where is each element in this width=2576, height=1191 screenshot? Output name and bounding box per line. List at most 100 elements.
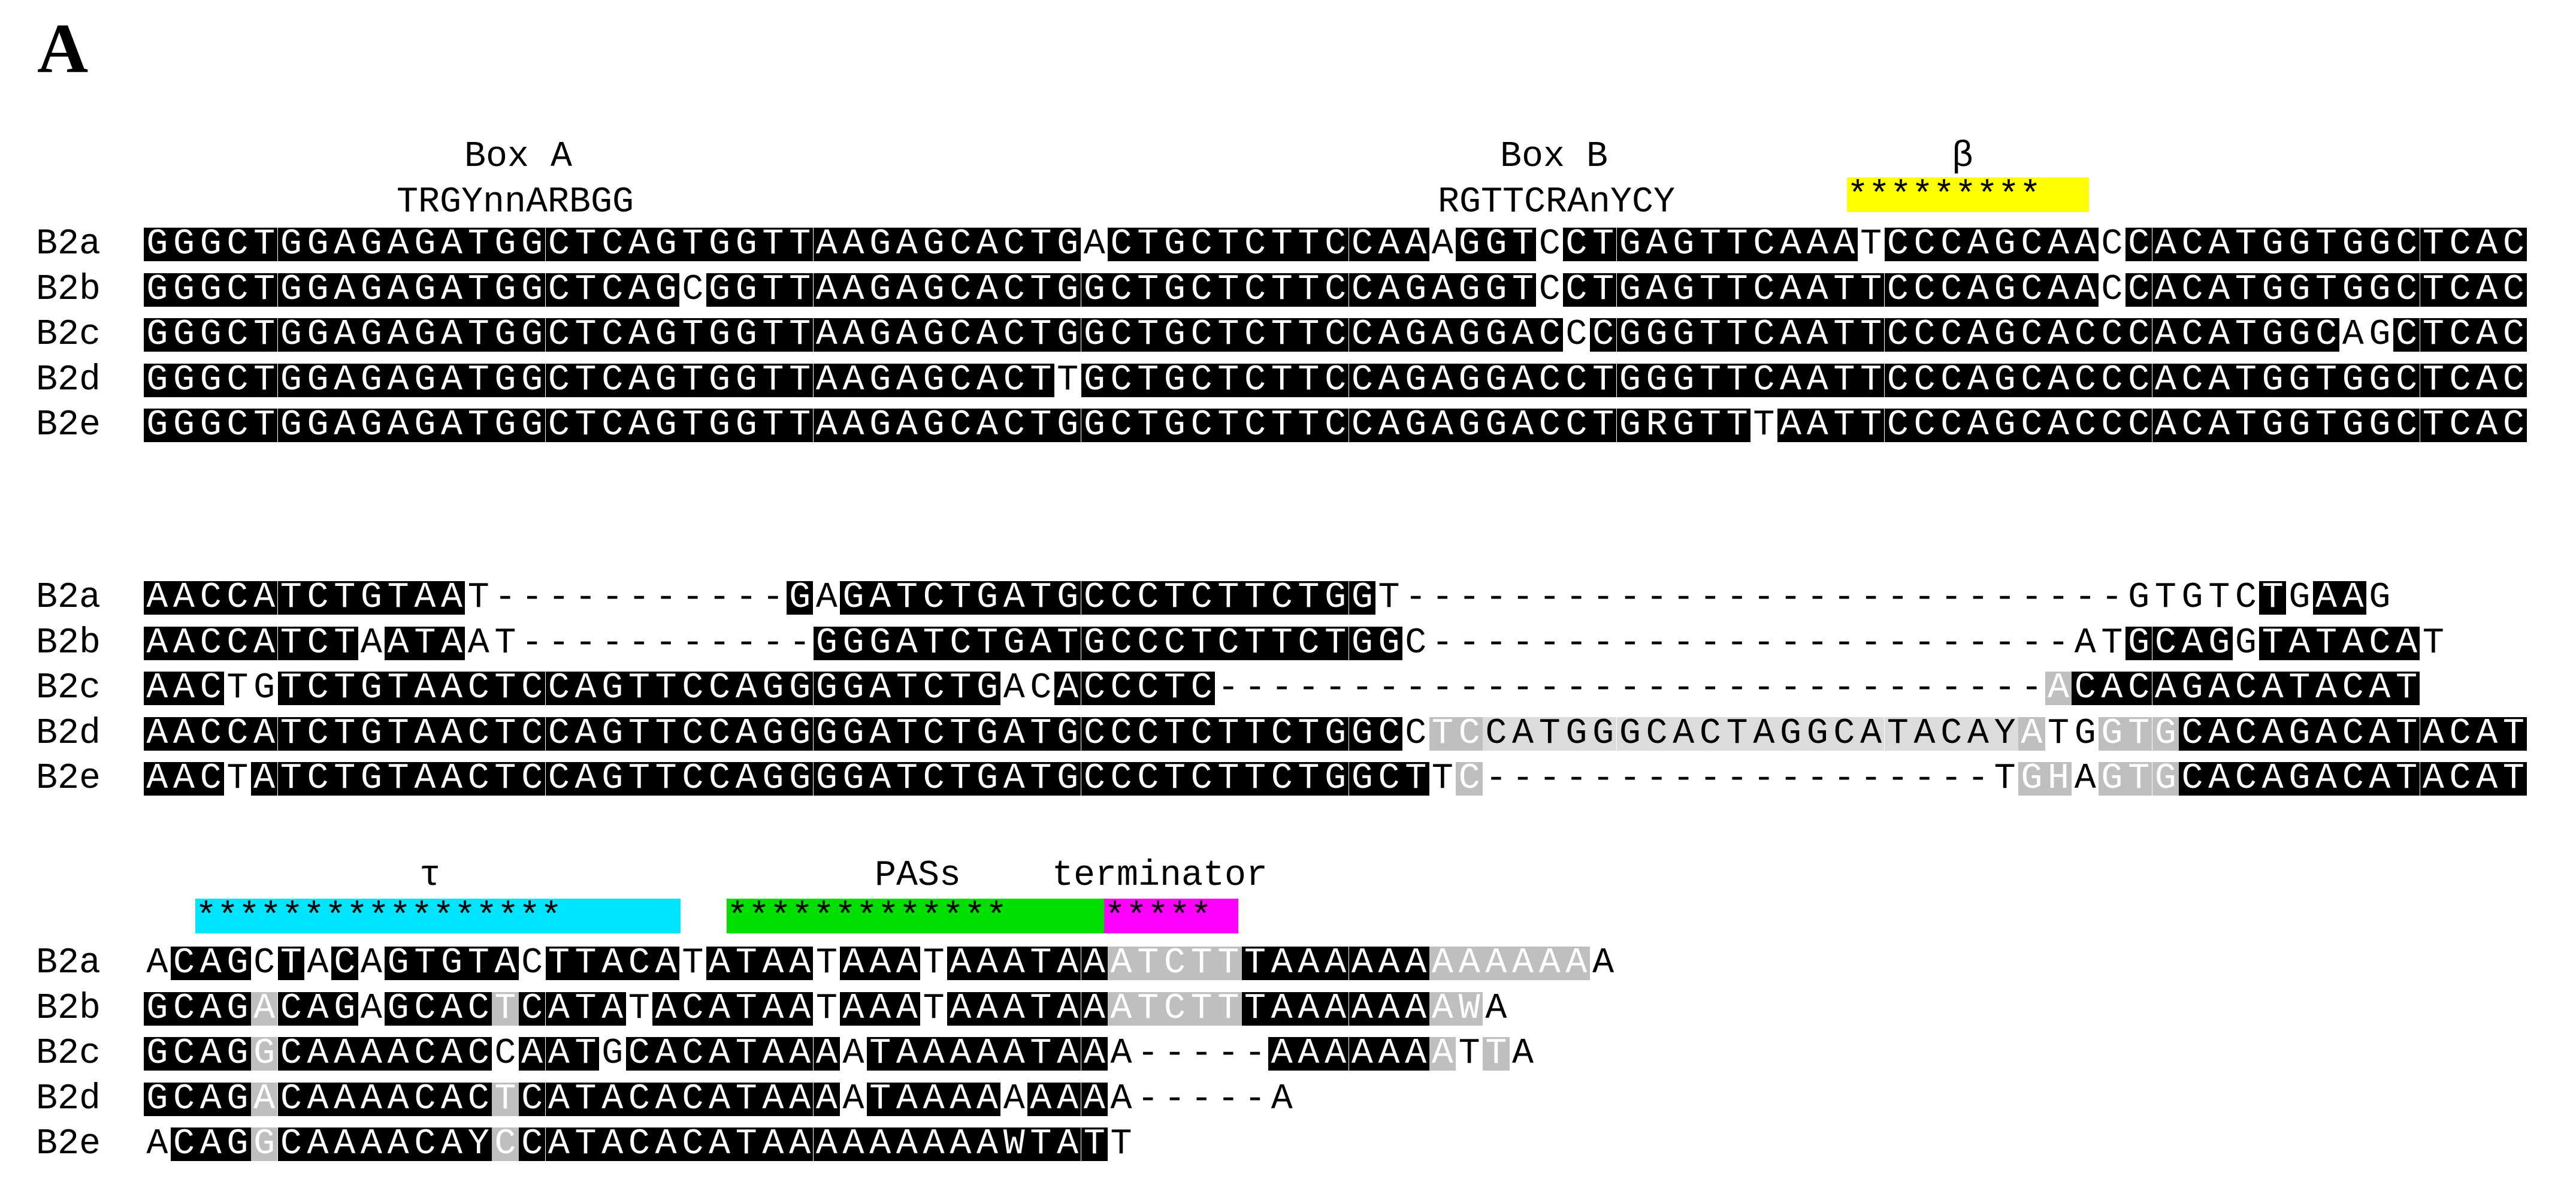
gap-residue: - [1913, 622, 1936, 664]
gap-residue: - [1244, 1078, 1266, 1120]
nucleotide-residue: T [331, 625, 358, 661]
nucleotide-residue: C [1161, 625, 1189, 661]
nucleotide-residue: G [2179, 670, 2206, 706]
nucleotide-residue: C [2179, 362, 2206, 398]
gap-residue: - [1190, 1078, 1213, 1120]
nucleotide-residue: C [1589, 317, 1617, 353]
nucleotide-residue: C [1188, 362, 1215, 398]
nucleotide-residue: A [358, 991, 385, 1027]
nucleotide-residue: T [465, 317, 492, 353]
nucleotide-residue: C [1241, 226, 1269, 262]
nucleotide-residue: A [973, 991, 1001, 1027]
nucleotide-residue: A [786, 1081, 814, 1117]
gap-residue: - [1673, 758, 1695, 799]
nucleotide-residue: A [1509, 945, 1537, 981]
gap-residue: - [1699, 758, 1721, 799]
nucleotide-residue: C [1831, 716, 1858, 752]
nucleotide-residue: G [840, 716, 867, 752]
nucleotide-residue: A [2473, 226, 2501, 262]
sequence-name: B2e [36, 758, 101, 799]
nucleotide-residue: A [331, 1081, 358, 1117]
nucleotide-residue: C [2500, 272, 2527, 308]
gap-residue: - [1860, 578, 1882, 618]
nucleotide-residue: A [2312, 761, 2340, 797]
gap-residue: - [1940, 668, 1963, 709]
nucleotide-residue: C [197, 670, 225, 706]
nucleotide-residue: T [1724, 272, 1750, 308]
gap-residue: - [1673, 578, 1695, 618]
nucleotide-residue: C [545, 407, 573, 443]
nucleotide-residue: T [1027, 407, 1054, 443]
nucleotide-residue: C [1268, 761, 1296, 797]
nucleotide-residue: C [2447, 272, 2474, 308]
nucleotide-residue: G [733, 362, 760, 398]
gap-residue: - [628, 578, 650, 618]
nucleotide-residue: C [465, 1036, 492, 1072]
nucleotide-residue: T [1161, 580, 1189, 616]
nucleotide-residue: T [250, 362, 278, 398]
nucleotide-residue: T [250, 407, 278, 443]
nucleotide-residue: C [1081, 761, 1108, 797]
nucleotide-residue: T [1054, 362, 1081, 398]
nucleotide-residue: G [1616, 272, 1644, 308]
nucleotide-residue: C [2500, 317, 2527, 353]
nucleotide-residue: C [1108, 317, 1135, 353]
nucleotide-residue: A [331, 1036, 358, 1072]
nucleotide-residue: T [1241, 991, 1269, 1027]
nucleotide-residue: A [706, 1081, 733, 1117]
nucleotide-residue: G [170, 407, 198, 443]
nucleotide-residue: T [572, 317, 599, 353]
nucleotide-residue: C [2099, 407, 2125, 443]
nucleotide-residue: T [572, 272, 599, 308]
nucleotide-residue: A [652, 1126, 679, 1162]
nucleotide-residue: C [1937, 317, 1965, 353]
nucleotide-residue: A [1964, 226, 1992, 262]
gap-residue: - [1860, 622, 1882, 664]
nucleotide-residue: T [1884, 716, 1912, 752]
nucleotide-residue: G [1349, 761, 1376, 797]
gap-residue: - [1833, 622, 1855, 664]
nucleotide-residue: C [465, 670, 492, 706]
nucleotide-residue: A [545, 1126, 573, 1162]
nucleotide-residue: G [1991, 317, 2018, 353]
nucleotide-residue: G [2099, 761, 2125, 797]
nucleotide-residue: A [250, 761, 278, 797]
gap-residue: - [1431, 578, 1453, 618]
nucleotide-residue: A [358, 1036, 385, 1072]
nucleotide-residue: G [1054, 317, 1081, 353]
nucleotide-residue: G [973, 580, 1001, 616]
nucleotide-residue: C [1108, 625, 1135, 661]
nucleotide-residue: C [545, 272, 573, 308]
nucleotide-residue: C [197, 716, 225, 752]
nucleotide-residue: C [1697, 716, 1724, 752]
nucleotide-residue: C [2366, 625, 2393, 661]
nucleotide-residue: C [1937, 716, 1965, 752]
nucleotide-residue: A [866, 670, 894, 706]
nucleotide-residue: G [144, 991, 171, 1027]
nucleotide-residue: A [786, 1126, 814, 1162]
nucleotide-residue: T [1215, 945, 1242, 981]
nucleotide-residue: A [2152, 407, 2179, 443]
nucleotide-residue: T [786, 272, 814, 308]
nucleotide-residue: C [545, 226, 573, 262]
nucleotide-residue: A [438, 991, 465, 1027]
nucleotide-residue: A [973, 1036, 1001, 1072]
nucleotide-residue: A [170, 625, 198, 661]
nucleotide-residue: C [1188, 670, 1215, 706]
nucleotide-residue: A [840, 945, 867, 981]
nucleotide-residue: C [170, 945, 198, 981]
nucleotide-residue: A [1081, 226, 1108, 262]
nucleotide-residue: A [1349, 991, 1376, 1027]
nucleotide-residue: G [1670, 317, 1697, 353]
nucleotide-residue: C [2232, 670, 2260, 706]
nucleotide-residue: A [840, 1126, 867, 1162]
gap-residue: - [1565, 622, 1588, 664]
nucleotide-residue: A [893, 1081, 921, 1117]
nucleotide-residue: A [840, 1081, 867, 1117]
nucleotide-residue: C [2232, 761, 2260, 797]
nucleotide-residue: A [1349, 1036, 1376, 1072]
nucleotide-residue: C [545, 716, 573, 752]
nucleotide-residue: T [2393, 716, 2420, 752]
nucleotide-residue: G [1616, 407, 1644, 443]
nucleotide-residue: G [866, 625, 894, 661]
